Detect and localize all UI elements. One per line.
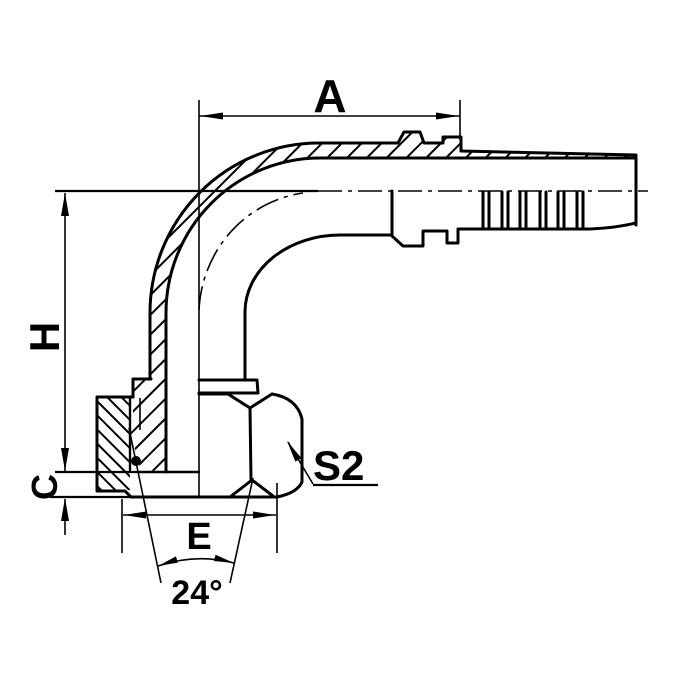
vertical-wall-hatch — [130, 313, 166, 472]
dim-c-label: C — [24, 474, 65, 500]
dim-e-arrow-right — [253, 511, 275, 519]
dimension-e: E — [121, 483, 278, 558]
elbow-centerline-arc — [198, 192, 304, 311]
wrench-size-callout: S2 — [287, 441, 378, 489]
wrench-size-label: S2 — [313, 442, 364, 489]
dim-e-label: E — [186, 516, 211, 558]
tail-wall-hatch — [320, 132, 636, 158]
cone-leader-right — [229, 477, 254, 584]
dimension-a: A — [199, 70, 461, 140]
dim-h-label: H — [21, 322, 68, 352]
dim-e-arrow-left — [124, 511, 146, 519]
inner-corner — [243, 233, 394, 382]
section-hatching — [97, 132, 636, 490]
dim-h-arrow-bottom — [61, 448, 69, 471]
outer-profile — [148, 130, 638, 381]
hex-outline — [197, 392, 304, 499]
dim-c-arrow — [61, 498, 69, 521]
hose-tail-profile — [390, 189, 638, 248]
dim-a-arrow-left — [200, 112, 223, 120]
angle-arc-arrow-right — [213, 554, 234, 563]
cone-leader-left — [128, 427, 162, 584]
nut-section-hatch — [97, 397, 130, 490]
tube-step — [131, 377, 153, 399]
dim-a-label: A — [313, 70, 346, 122]
cone-reference-dot — [131, 456, 141, 466]
bore-wall — [164, 156, 638, 474]
dimension-c: C — [24, 470, 140, 535]
dimension-h: H — [21, 189, 318, 471]
angle-dimension-24deg: 24° — [128, 427, 254, 612]
dim-h-arrow-top — [61, 193, 69, 216]
cone-angle-label: 24° — [171, 574, 222, 612]
dim-a-arrow-right — [436, 112, 459, 120]
hose-tail-barbs — [481, 190, 585, 231]
s2-leader-arrow — [287, 441, 302, 462]
fitting-body — [131, 130, 638, 474]
nut-left-outline — [95, 395, 135, 499]
elbow-wall-hatch — [150, 142, 320, 313]
angle-arc-arrow-left — [158, 556, 178, 566]
